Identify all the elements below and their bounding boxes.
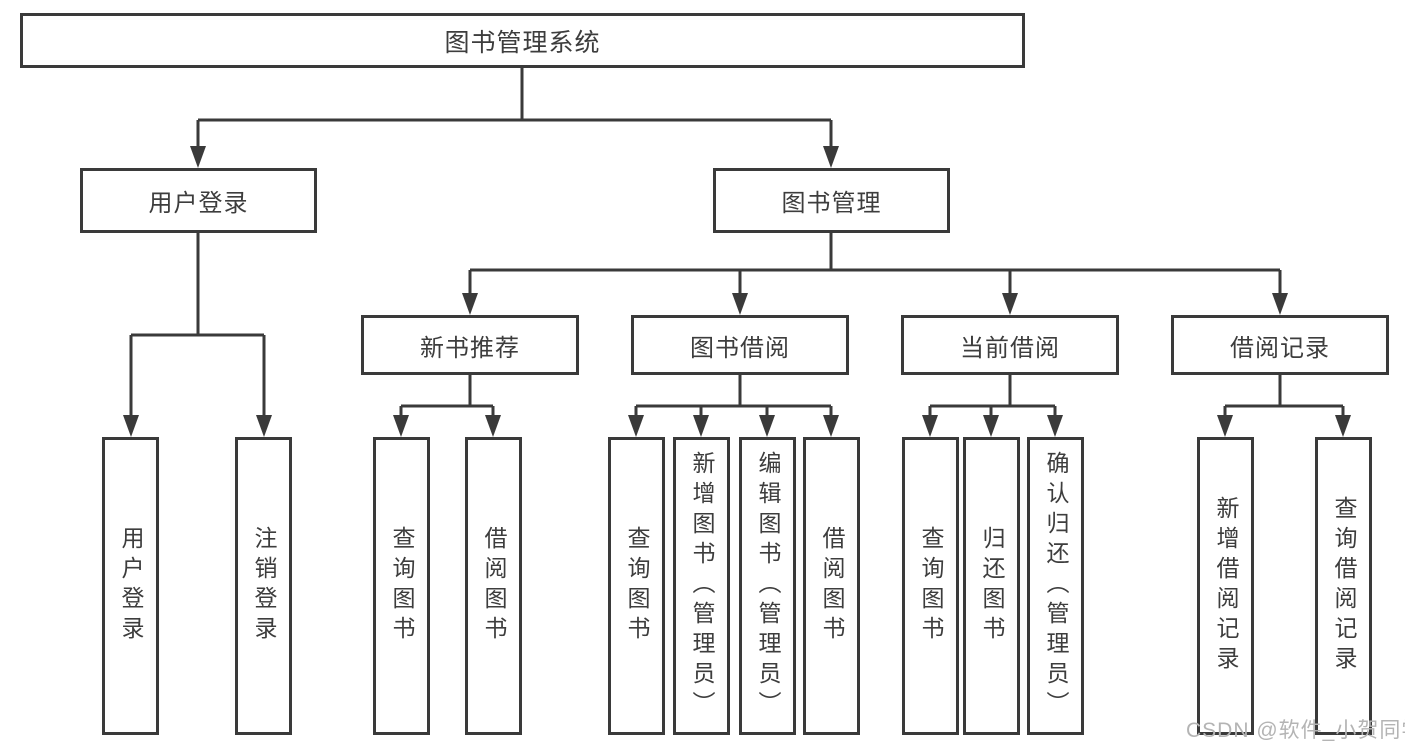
node-user-login-branch: 用户登录	[80, 168, 317, 233]
leaf-return-books: 归还图书	[963, 437, 1020, 735]
node-borrowing-records: 借阅记录	[1171, 315, 1389, 375]
node-book-management-branch: 图书管理	[713, 168, 950, 233]
leaf-add-borrow-record: 新增借阅记录	[1197, 437, 1254, 735]
arrowheads	[123, 146, 1351, 437]
node-new-book-recommendation: 新书推荐	[361, 315, 579, 375]
leaf-query-borrow-record: 查询借阅记录	[1315, 437, 1372, 735]
leaf-add-books-admin: 新增图书（管理员）	[673, 437, 730, 735]
leaf-borrow-books-recommend: 借阅图书	[465, 437, 522, 735]
leaf-query-books-recommend: 查询图书	[373, 437, 430, 735]
leaf-edit-books-admin: 编辑图书（管理员）	[739, 437, 796, 735]
node-book-borrowing: 图书借阅	[631, 315, 849, 375]
leaf-confirm-return-admin: 确认归还（管理员）	[1027, 437, 1084, 735]
leaf-query-books-borrow: 查询图书	[608, 437, 665, 735]
leaf-logout: 注销登录	[235, 437, 292, 735]
leaf-query-books-current: 查询图书	[902, 437, 959, 735]
leaf-user-login: 用户登录	[102, 437, 159, 735]
node-current-borrowing: 当前借阅	[901, 315, 1119, 375]
node-library-management-system: 图书管理系统	[20, 13, 1025, 68]
leaf-borrow-books: 借阅图书	[803, 437, 860, 735]
csdn-watermark: CSDN @软件_小贺同学	[1186, 719, 1405, 742]
